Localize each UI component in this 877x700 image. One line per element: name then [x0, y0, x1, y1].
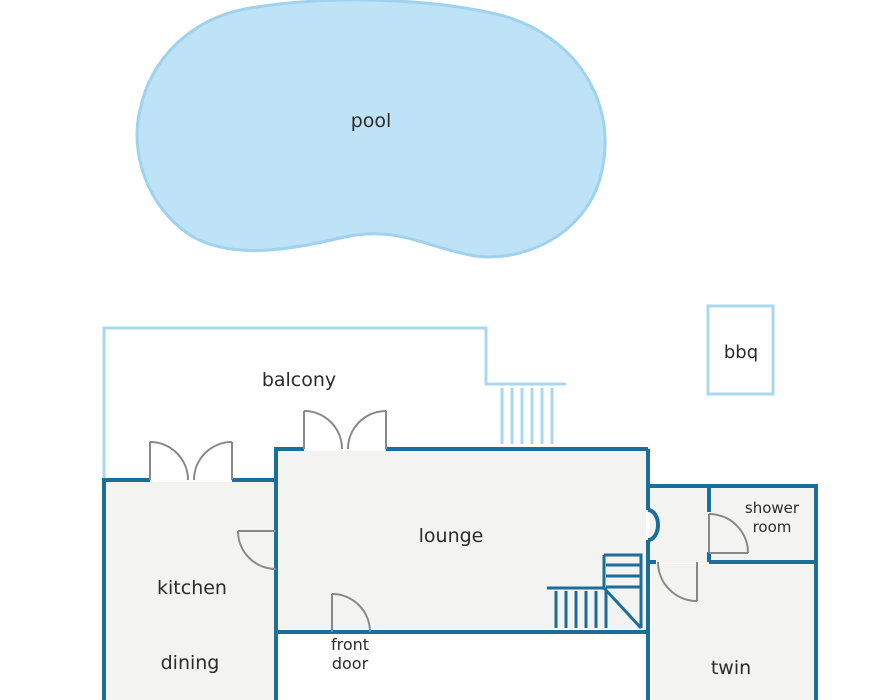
balcony-steps: [500, 388, 554, 444]
twin-door: [657, 561, 698, 602]
front-door: [331, 593, 371, 633]
pool-shape: [135, 0, 607, 259]
twin-label: twin: [711, 657, 751, 679]
walls: [102, 447, 818, 700]
shower-room-label-line1: shower: [745, 499, 800, 517]
kitchen-lounge-door: [237, 530, 277, 570]
lounge-french-doors: [303, 410, 387, 450]
balcony-label: balcony: [262, 369, 336, 391]
lounge-nook: [647, 508, 660, 542]
balcony-outline: [102, 326, 566, 478]
bbq-label: bbq: [724, 342, 758, 363]
staircase: [547, 553, 643, 630]
kitchen-french-doors: [149, 441, 233, 481]
shower-room-floor: [710, 488, 814, 561]
front-door-label-line2: door: [332, 654, 369, 673]
shower-room-label-line2: room: [753, 518, 792, 536]
kitchen-dining-floor: [106, 482, 274, 700]
dining-label: dining: [161, 652, 220, 674]
pool-label: pool: [351, 110, 392, 132]
front-door-label-line1: front: [331, 635, 369, 654]
bbq-box: [706, 304, 775, 396]
shower-room-door: [708, 513, 749, 554]
twin-floor: [652, 564, 814, 700]
kitchen-label: kitchen: [157, 577, 227, 599]
lounge-label: lounge: [419, 525, 484, 547]
